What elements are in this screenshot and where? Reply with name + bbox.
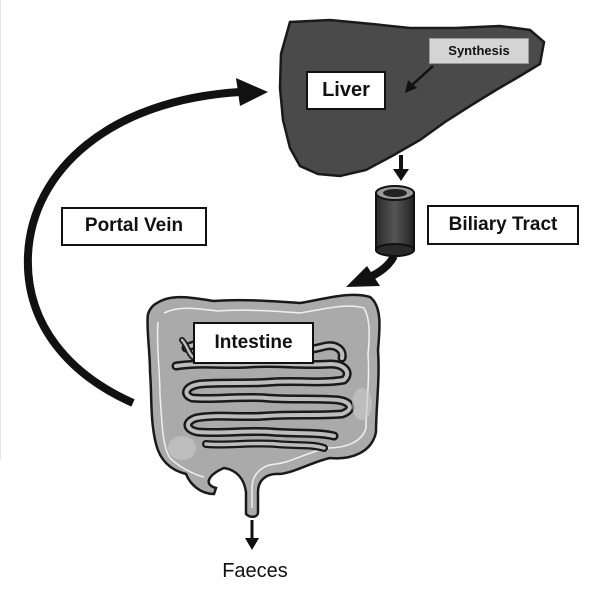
portal-vein-label: Portal Vein	[61, 207, 207, 246]
liver-label: Liver	[306, 71, 386, 110]
synthesis-label: Synthesis	[429, 38, 529, 64]
biliary-tract-label: Biliary Tract	[427, 205, 579, 245]
duct-to-intestine-arrow	[372, 256, 394, 276]
intestine-to-faeces-arrowhead	[245, 538, 259, 550]
biliary-duct	[376, 186, 414, 256]
intestine-label: Intestine	[193, 322, 314, 364]
portal-vein-arrowhead	[236, 78, 268, 106]
faeces-label: Faeces	[200, 560, 310, 583]
liver-to-duct-arrowhead	[393, 169, 409, 181]
